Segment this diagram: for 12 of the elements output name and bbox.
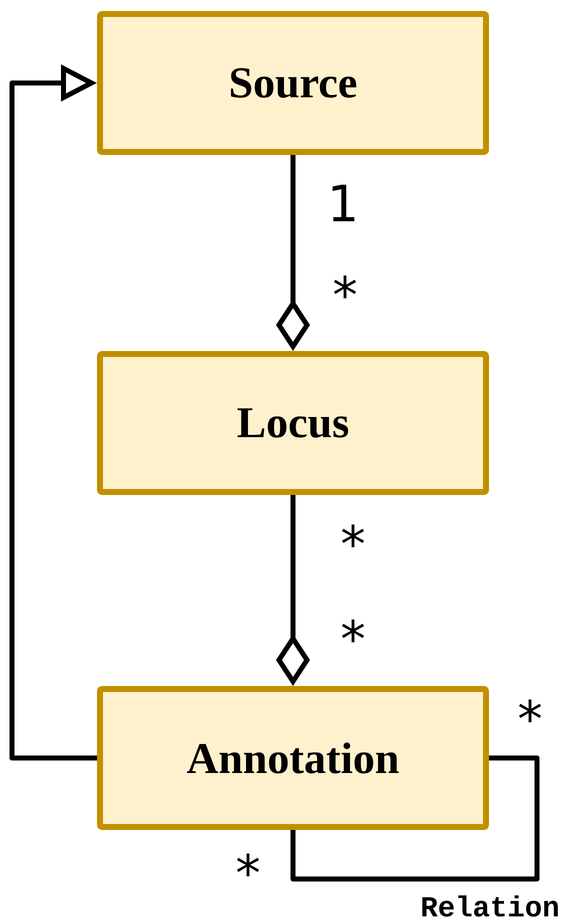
multiplicity-label: * (334, 275, 356, 298)
class-box: Locus (97, 351, 489, 495)
connector (10, 64, 97, 760)
multiplicity-label: * (342, 524, 364, 548)
class-box: Annotation (97, 686, 489, 830)
multiplicity-label: * (342, 619, 364, 642)
multiplicity-label: 1 (332, 184, 354, 222)
class-box: Source (97, 11, 489, 155)
multiplicity-label: * (237, 853, 259, 876)
connector (290, 756, 540, 882)
multiplicity-label: * (519, 699, 542, 722)
edge-label: Relation (419, 894, 561, 918)
